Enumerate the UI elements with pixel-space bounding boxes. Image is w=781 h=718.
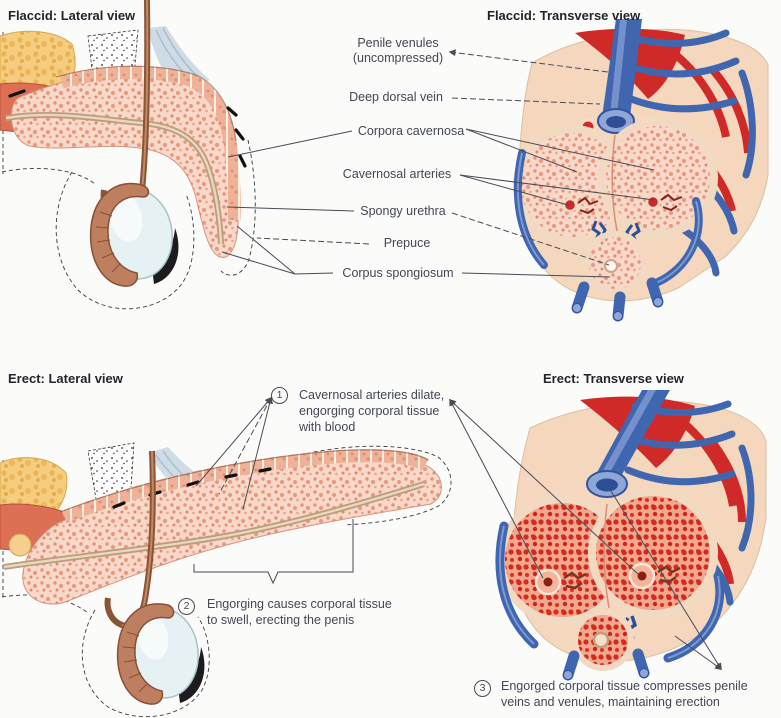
corpora-cavernosa-line-r1 xyxy=(465,128,578,173)
corpora-cavernosa-band xyxy=(61,449,429,524)
annotation-2-text: Engorging causes corporal tissue to swel… xyxy=(207,597,392,627)
anno2-bracket xyxy=(193,519,354,585)
epididymis xyxy=(116,603,175,705)
prepuce-outline xyxy=(220,139,256,276)
flaccid-lateral-title: Flaccid: Lateral view xyxy=(8,8,136,23)
corpora-cavernosa-line-left xyxy=(227,130,353,158)
penile-venule-tubes xyxy=(571,277,664,322)
annotation-2-number: 2 xyxy=(178,598,195,615)
cavernosal-artery-left xyxy=(562,197,578,213)
corpus-cavernosum-right xyxy=(588,488,718,618)
epididymis xyxy=(89,182,150,287)
erect-lateral-illustration xyxy=(0,442,452,718)
anno3-line-2 xyxy=(674,635,723,670)
flaccid-transverse-illustration xyxy=(513,19,769,322)
annotation-1-number: 1 xyxy=(271,387,288,404)
corpora-cavernosa-band xyxy=(60,65,241,221)
corpus-cavernosum-right xyxy=(598,118,718,238)
annotation-3-number: 3 xyxy=(474,680,491,697)
label-corpus-spongiosum: Corpus spongiosum xyxy=(342,266,454,280)
label-corpora-cavernosa: Corpora cavernosa xyxy=(357,124,465,138)
anno1-line-lat-3 xyxy=(242,396,274,510)
septum xyxy=(611,134,618,232)
cavernosal-artery-right xyxy=(645,194,661,210)
scrotum-outline xyxy=(55,171,195,310)
label-penile-venules: Penile venules (uncompressed) xyxy=(352,36,444,65)
spongy-urethra-lumen xyxy=(604,259,618,273)
spongy-urethra-line-right xyxy=(451,212,610,266)
erect-lateral-title: Erect: Lateral view xyxy=(8,371,123,386)
hair-marks xyxy=(8,89,247,168)
corpus-spongiosum-line-right xyxy=(461,272,611,278)
cavernosal-arteries-line-1 xyxy=(459,174,569,206)
leader-lines xyxy=(193,49,723,671)
septum xyxy=(603,503,610,609)
deep-dorsal-vein-tube xyxy=(602,19,642,117)
flaccid-lateral-illustration xyxy=(0,0,256,310)
anno1-line-lat-1 xyxy=(195,396,272,487)
label-spongy-urethra: Spongy urethra xyxy=(360,204,446,218)
glans-skin-outline xyxy=(299,445,452,526)
anno1-line-trans-1 xyxy=(449,398,544,579)
label-deep-dorsal-vein: Deep dorsal vein xyxy=(349,90,443,104)
erect-transverse-illustration xyxy=(495,390,767,681)
prepuce-line xyxy=(256,237,370,245)
erect-shaft-corporal-tissue xyxy=(22,457,442,605)
erect-transverse-title: Erect: Transverse view xyxy=(543,371,684,386)
anno1-line-lat-2 xyxy=(218,397,272,495)
label-cavernosal-arteries: Cavernosal arteries xyxy=(342,167,452,181)
label-prepuce: Prepuce xyxy=(383,236,431,250)
penile-venule-tubes xyxy=(562,648,650,681)
cavernosal-arteries-line-2 xyxy=(459,174,655,201)
scrotum-outline xyxy=(81,609,210,718)
anno1-line-trans-2 xyxy=(448,399,639,575)
spongy-urethra-line-left xyxy=(226,206,355,212)
anno3-line-1 xyxy=(610,490,722,671)
annotation-1-text: Cavernosal arteries dilate, engorging co… xyxy=(299,388,445,434)
annotation-3-text: Engorged corporal tissue compresses peni… xyxy=(501,679,748,709)
flaccid-transverse-title: Flaccid: Transverse view xyxy=(487,8,641,23)
spongy-urethra-lumen xyxy=(592,631,610,649)
deep-dorsal-vein-line xyxy=(451,97,601,105)
corpora-cavernosa-line-r2 xyxy=(465,128,655,171)
corpus-spongiosum-lines-left xyxy=(221,225,334,275)
